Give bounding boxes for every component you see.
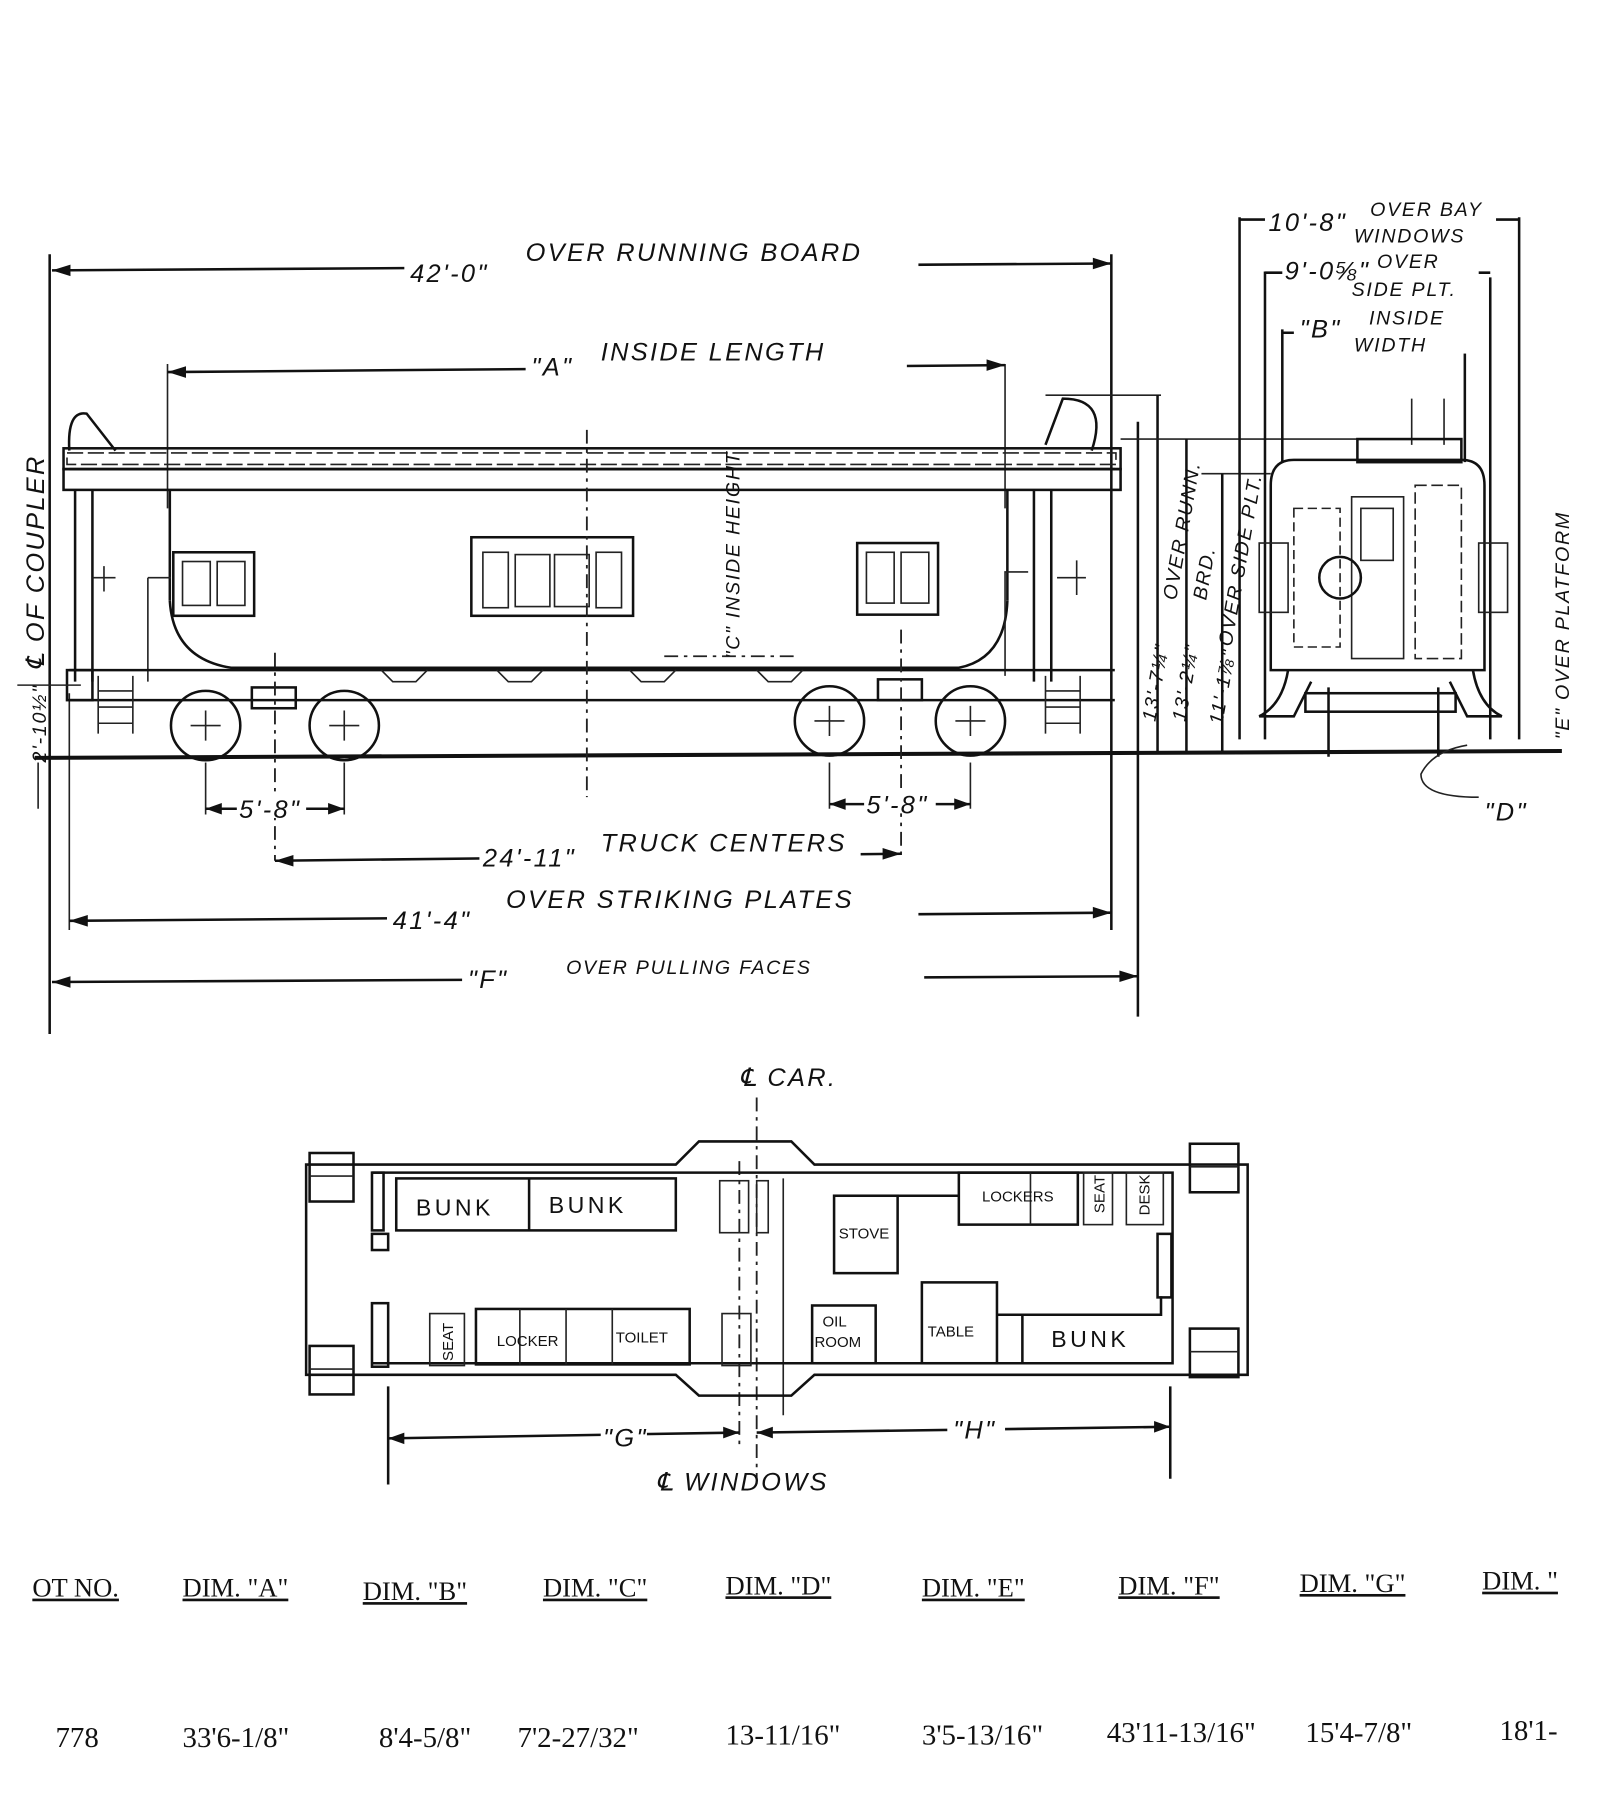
running-board-label: OVER RUNNING BOARD (526, 239, 863, 267)
window (172, 551, 256, 618)
table-cell: 8'4-5/8" (379, 1722, 471, 1754)
seat-label-bottom: SEAT (440, 1323, 457, 1361)
side-view: 42'-0" OVER RUNNING BOARD "A" INSIDE LEN… (17, 239, 1562, 1035)
platform-height-label: "E" OVER PLATFORM (1552, 511, 1574, 739)
table-cell: 43'11-13/16" (1107, 1717, 1256, 1749)
end-view: 10'-8" OVER BAY WINDOWS 9'-0⅝" OVER SIDE… (1238, 199, 1574, 826)
locker-label: LOCKER (497, 1333, 559, 1350)
inside-width-label-2: WIDTH (1354, 334, 1427, 356)
inside-length-value: "A" (531, 354, 573, 382)
table-header: DIM. "D" (725, 1570, 831, 1600)
wheelbase-dim-left: 5'-8" (239, 796, 301, 824)
dim-d-label: "D" (1484, 798, 1527, 826)
dim-g-label: "G" (603, 1424, 648, 1452)
lockers-label: LOCKERS (982, 1189, 1054, 1206)
table-row: 778 33'6-1/8" 8'4-5/8" 7'2-27/32" 13-11/… (55, 1715, 1557, 1754)
bunk-label: BUNK (1051, 1326, 1129, 1352)
wheel (308, 689, 381, 762)
desk-label: DESK (1136, 1175, 1153, 1216)
height-brd-label: BRD. (1189, 545, 1220, 602)
height-running-board-value: 13'-7¼" (1138, 642, 1173, 723)
side-plt-value: 9'-0⅝" (1285, 258, 1371, 286)
table-cell: 3'5-13/16" (922, 1719, 1043, 1751)
bay-windows-label: OVER BAY (1370, 199, 1483, 221)
seat-label: SEAT (1091, 1175, 1108, 1213)
windows-centerline-label: ℄ WINDOWS (656, 1468, 829, 1496)
truck-centers-label: TRUCK CENTERS (601, 829, 847, 857)
bay-window (470, 535, 635, 618)
running-board-value: 42'-0" (410, 260, 489, 288)
dimension-table: OT NO. DIM. "A" DIM. "B" DIM. "C" DIM. "… (32, 1566, 1558, 1754)
height-brd-value: 13'-2¼" (1169, 642, 1204, 723)
wheelbase-dim-right: 5'-8" (866, 791, 928, 819)
table-label: TABLE (928, 1324, 974, 1341)
oil-room-label-2: ROOM (814, 1334, 861, 1351)
bunk-label: BUNK (416, 1194, 494, 1220)
coupler-centerline-label: ℄ OF COUPLER (22, 454, 50, 670)
table-cell: 15'4-7/8" (1305, 1717, 1412, 1749)
table-cell: 18'1- (1499, 1715, 1557, 1747)
coupler-height-value: 2'-10½" (29, 684, 51, 763)
car-centerline-label: ℄ CAR. (739, 1064, 837, 1092)
table-header: DIM. "G" (1300, 1568, 1406, 1598)
toilet-label: TOILET (616, 1329, 668, 1346)
table-header: DIM. "E" (922, 1573, 1025, 1603)
table-cell: 33'6-1/8" (183, 1722, 290, 1754)
inside-length-label: INSIDE LENGTH (601, 339, 826, 367)
inside-width-value: "B" (1300, 315, 1342, 343)
inside-height-label: "C" INSIDE HEIGHT (722, 450, 744, 658)
table-header: DIM. "A" (183, 1573, 289, 1603)
floor-plan: ℄ CAR. BUNK BUNK STOVE LOCKERS SEAT DESK… (304, 1064, 1249, 1496)
table-cell: 13-11/16" (725, 1719, 840, 1751)
end-view-body (1258, 398, 1509, 757)
car-outline (304, 1140, 1249, 1397)
table-header: DIM. " (1482, 1566, 1558, 1596)
wheel (169, 689, 242, 762)
side-plt-label-2: SIDE PLT. (1352, 279, 1457, 301)
table-cell: 7'2-27/32" (518, 1722, 639, 1754)
table-header: OT NO. (32, 1573, 119, 1603)
inside-width-label: INSIDE (1369, 308, 1445, 330)
height-side-plt-value: 11'-1⅞" (1205, 647, 1240, 727)
striking-plates-value: 41'-4" (393, 907, 472, 935)
table-header: DIM. "F" (1118, 1570, 1219, 1600)
table-header: DIM. "C" (543, 1573, 647, 1603)
truck-centers-value: 24'-11" (482, 844, 576, 872)
table-header: DIM. "B" (363, 1576, 467, 1606)
pulling-faces-value: "F" (468, 966, 509, 994)
bay-windows-label-2: WINDOWS (1354, 226, 1465, 248)
window (855, 541, 940, 616)
dim-h-label: "H" (953, 1416, 996, 1444)
bay-windows-value: 10'-8" (1268, 209, 1347, 237)
pulling-faces-label: OVER PULLING FACES (566, 957, 812, 979)
stove-label: STOVE (839, 1225, 890, 1242)
side-plt-label: OVER (1377, 251, 1440, 273)
striking-plates-label: OVER STRIKING PLATES (506, 886, 854, 914)
table-cell: 778 (55, 1722, 98, 1754)
oil-room-label: OIL (823, 1313, 847, 1330)
caboose-body (62, 397, 1122, 734)
bunk-label: BUNK (549, 1192, 627, 1218)
rail-line (34, 748, 1562, 760)
